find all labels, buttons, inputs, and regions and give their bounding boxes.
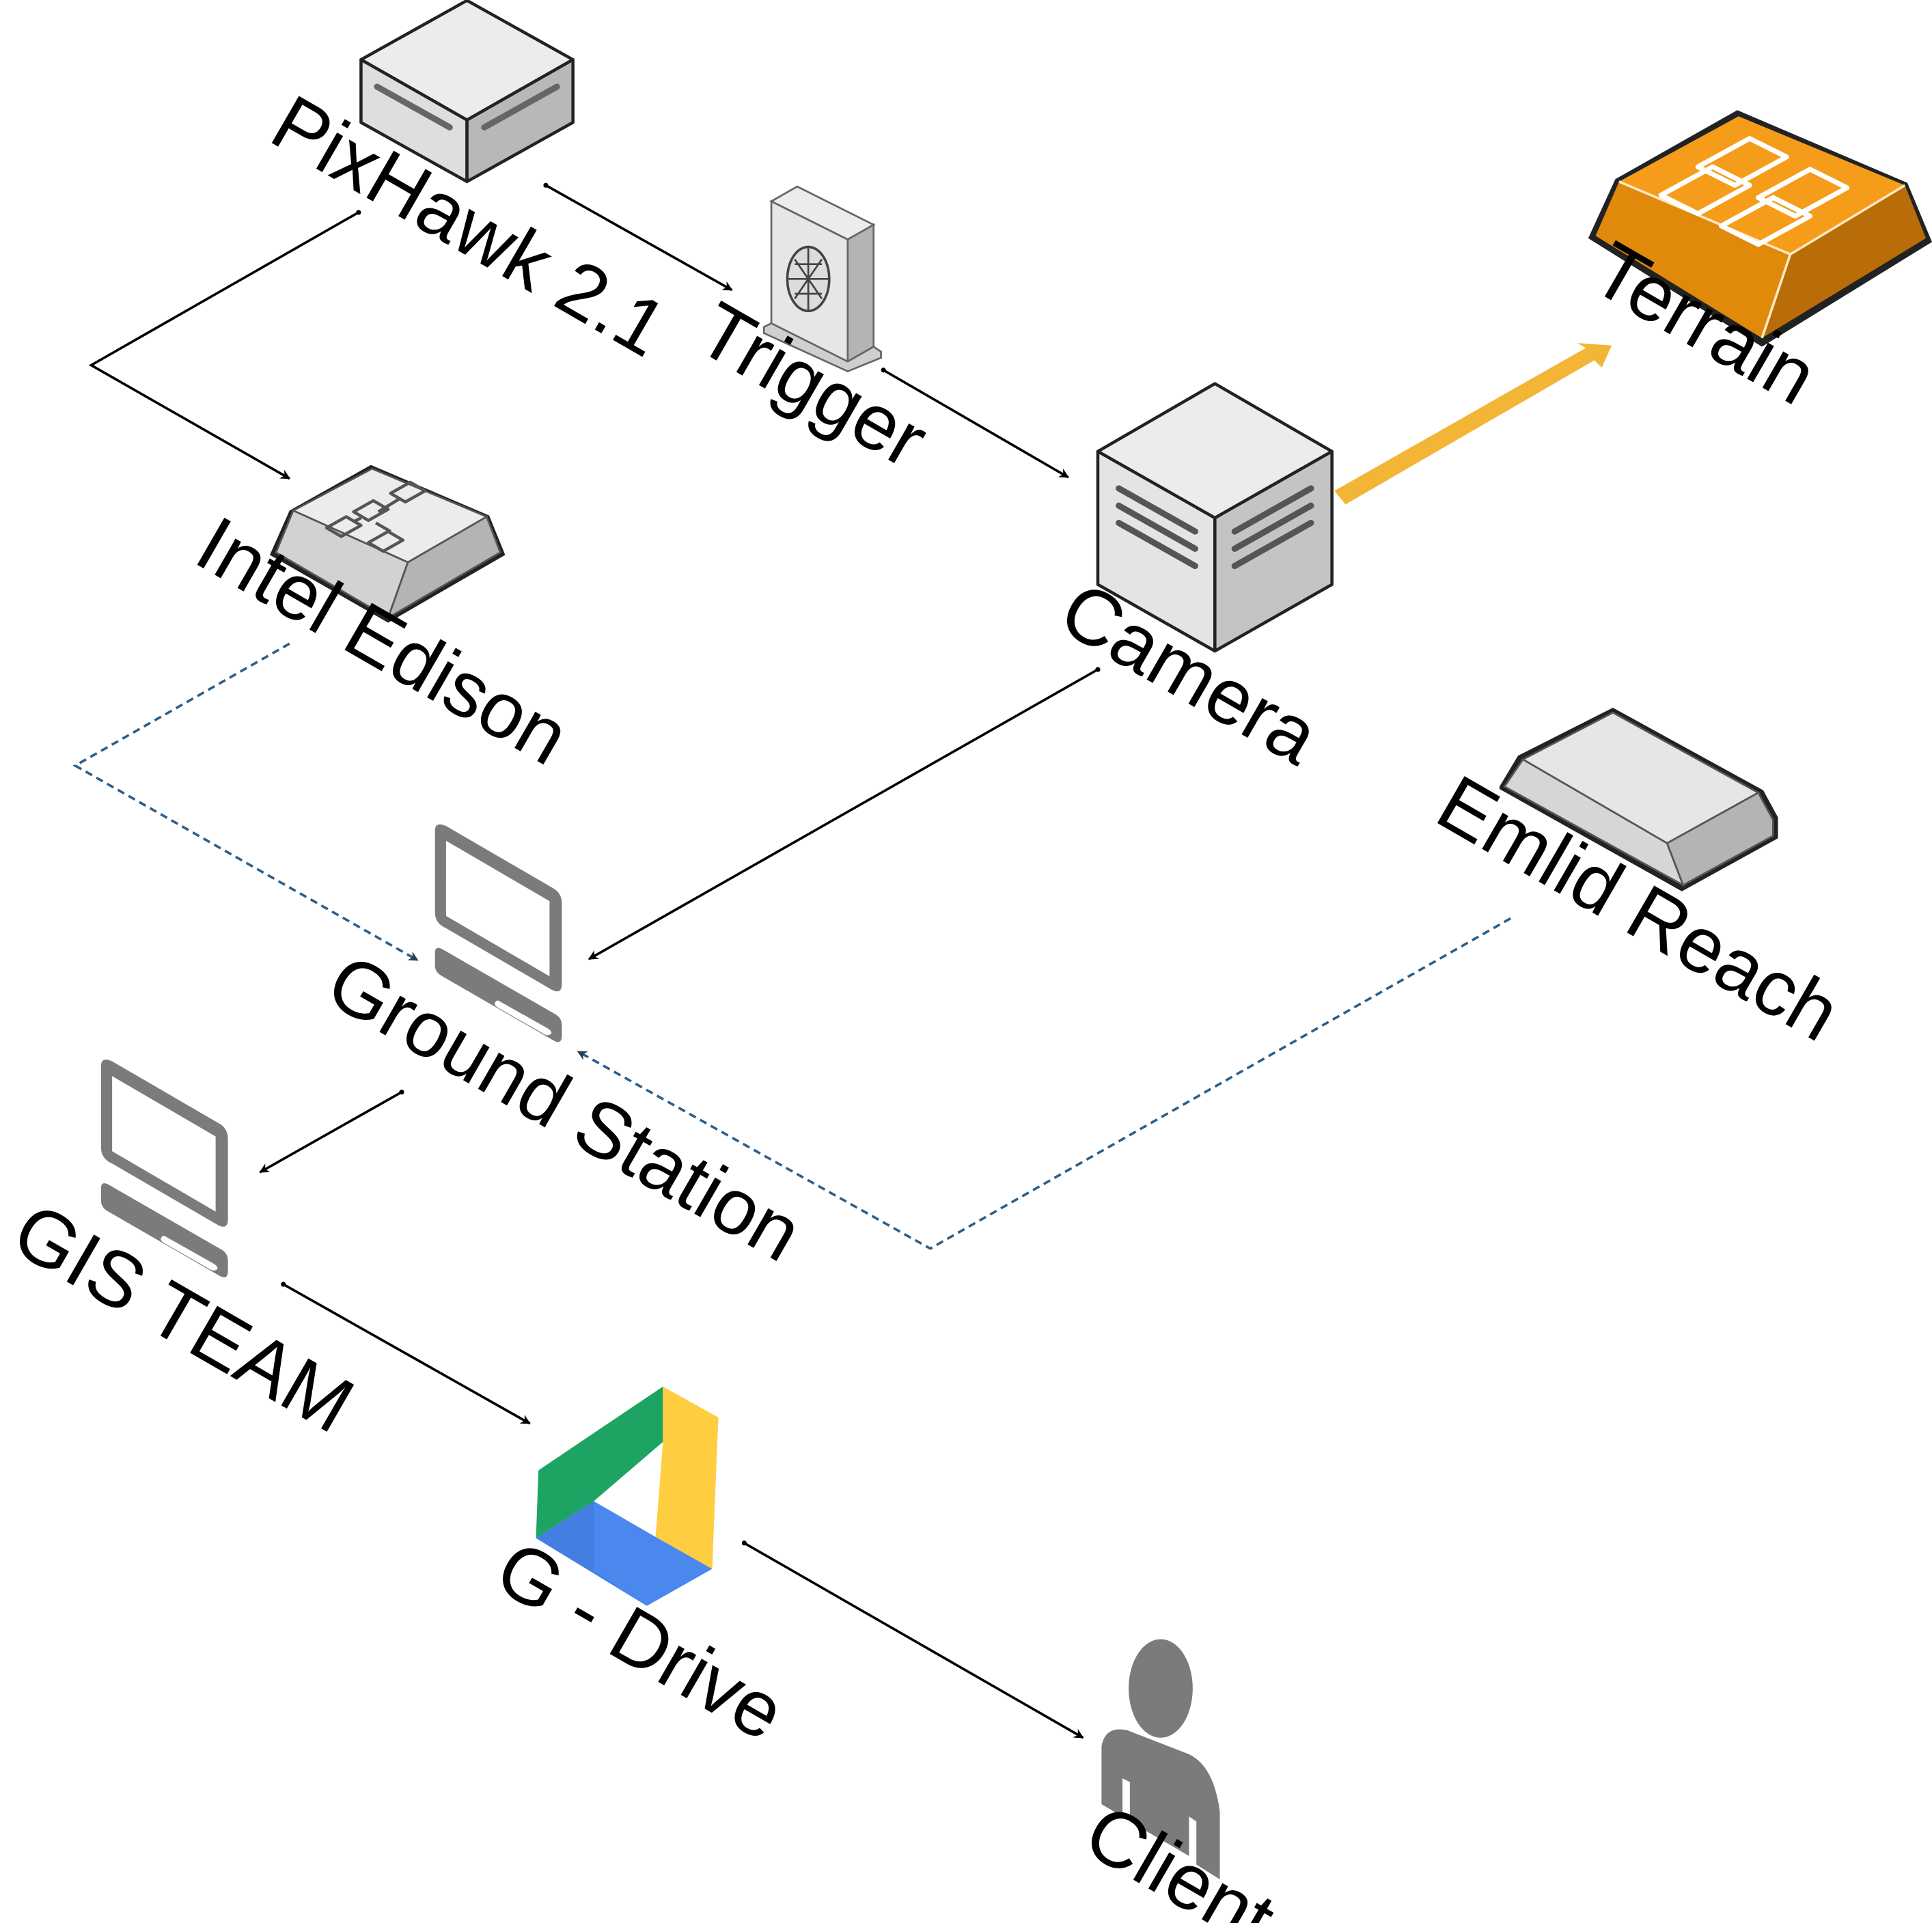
camera-server-box-icon <box>1096 382 1334 653</box>
trigger-node[interactable]: Trigger <box>684 185 941 485</box>
gis-team-label: GIS TEAM <box>0 1187 368 1450</box>
google-drive-icon <box>536 1386 719 1606</box>
ground-station-label: Ground Station <box>313 937 816 1278</box>
edge-camera-terrain[interactable] <box>1334 343 1612 505</box>
edge-pixhawk-trigger[interactable] <box>543 182 733 292</box>
terrain-node[interactable]: Terrain <box>1579 110 1932 421</box>
gis-team-node[interactable]: GIS TEAM <box>0 1060 368 1450</box>
edge-gdrive-client[interactable] <box>741 1540 1084 1739</box>
desktop-computer-icon <box>434 824 562 1042</box>
edge-ground-station-gis-team[interactable] <box>259 1090 404 1174</box>
pixhawk-node[interactable]: PixHawk 2.1 <box>258 0 681 374</box>
ground-station-node[interactable]: Ground Station <box>313 824 816 1279</box>
client-node[interactable]: Client <box>1071 1639 1289 1923</box>
edge-intel-edison-ground-station[interactable] <box>72 642 419 962</box>
edge-gis-team-gdrive[interactable] <box>281 1282 531 1425</box>
gdrive-node[interactable]: G - Drive <box>482 1386 799 1758</box>
terrain-grid-block-icon <box>1588 110 1932 347</box>
trigger-module-icon <box>762 185 882 373</box>
desktop-computer-icon <box>100 1060 228 1277</box>
edge-pixhawk-intel-edison[interactable] <box>88 210 361 480</box>
intel-edison-module-icon <box>269 465 506 623</box>
camera-node[interactable]: Camera <box>1046 382 1334 782</box>
intel-edison-node[interactable]: Intel Edison <box>182 465 583 782</box>
edge-camera-ground-station[interactable] <box>588 667 1101 960</box>
gnss-receiver-box-icon <box>1499 707 1778 891</box>
emlid-reach-node[interactable]: Emlid Reach <box>1423 707 1854 1058</box>
edge-emlid-reach-ground-station[interactable] <box>577 917 1512 1250</box>
connectors <box>72 182 1612 1739</box>
person-icon <box>1101 1639 1220 1880</box>
flight-controller-box-icon <box>359 0 575 184</box>
edge-trigger-camera[interactable] <box>881 368 1069 479</box>
